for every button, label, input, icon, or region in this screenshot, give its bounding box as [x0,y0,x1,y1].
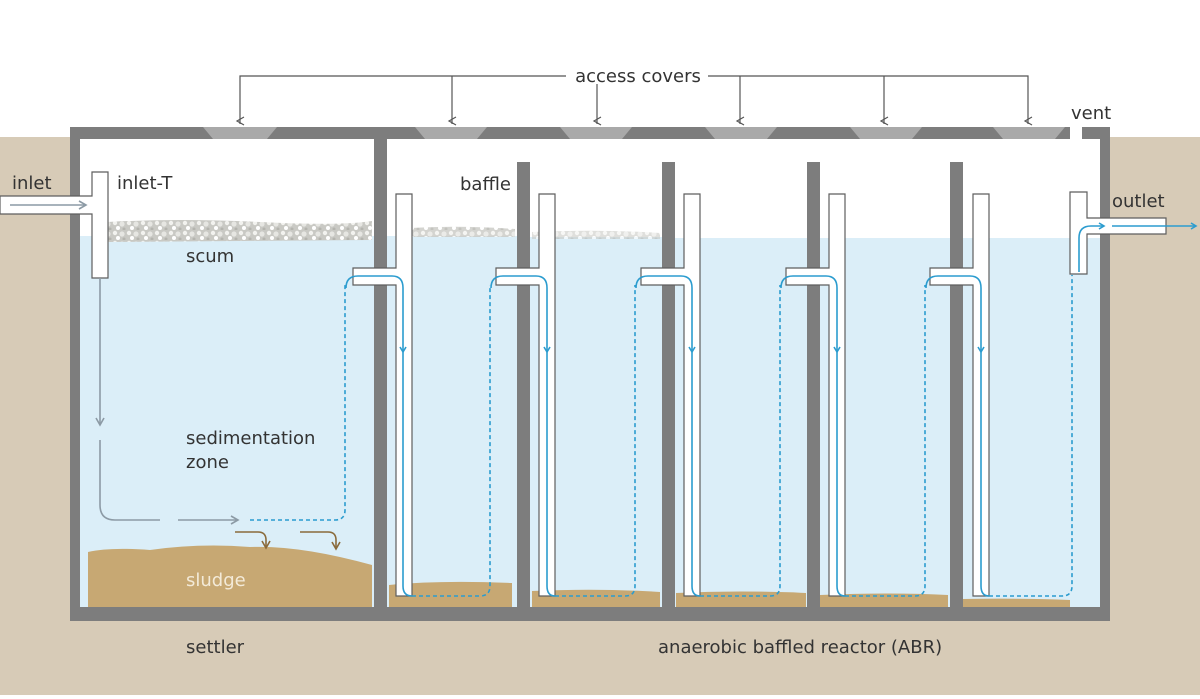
baffle-pipe [352,193,413,597]
outlet-label: outlet [1112,191,1165,212]
vent-opening [1070,127,1082,139]
access-cover [705,127,777,139]
sludge-abr-5 [963,598,1070,607]
baffle-pipe [495,193,556,597]
access-cover [850,127,922,139]
sludge-label: sludge [186,570,246,591]
access-covers-leader [235,75,1033,126]
sedimentation-label-line2: zone [186,452,229,473]
scum-layer-abr-2 [532,230,660,239]
outlet-pipe [1069,191,1167,275]
baffle-pipe [929,193,990,597]
access-cover [203,127,277,139]
tank-lid-right [1082,127,1110,139]
scum-label: scum [186,246,234,267]
settling-arrow [300,531,341,551]
hanging-baffle [517,162,530,607]
hanging-baffle [950,162,963,607]
sedimentation-label-line1: sedimentation [186,428,315,449]
abr-flow-path [250,275,1073,597]
abr-flow-solid [345,222,1198,597]
settler-label: settler [186,637,245,658]
scum-layer [108,220,372,242]
baffle-pipes [352,193,990,597]
settler-flow-path [99,440,160,521]
access-cover [993,127,1065,139]
access-cover-set [203,127,1065,139]
settling-arrow [235,531,271,550]
hanging-baffle [662,162,675,607]
inlet-pipe [0,171,109,279]
scum-layer-abr [410,226,515,237]
tank-left-wall [70,127,80,621]
baffle-pipe [785,193,846,597]
sludge-abr-2 [532,589,660,607]
sludge-abr-4 [820,593,948,607]
baffle-label: baffle [460,174,511,195]
hanging-baffle [807,162,820,607]
inlet-t-pipe [0,171,109,279]
vent-label: vent [1071,103,1111,124]
inlet-label: inlet [12,173,52,194]
sludge-abr-1 [389,581,512,607]
access-cover [415,127,487,139]
abr-label: anaerobic baffled reactor (ABR) [658,637,942,658]
tank-bottom [70,607,1110,621]
water-settler [80,236,374,607]
inlet-t-label: inlet-T [117,173,173,194]
baffle-pipe [640,193,701,597]
access-cover [560,127,632,139]
access-covers-label: access covers [575,66,701,87]
sludge-settler [88,545,372,607]
outlet-t-pipe [1069,191,1167,275]
settler-partition [374,139,387,607]
tank-right-wall [1100,139,1110,621]
